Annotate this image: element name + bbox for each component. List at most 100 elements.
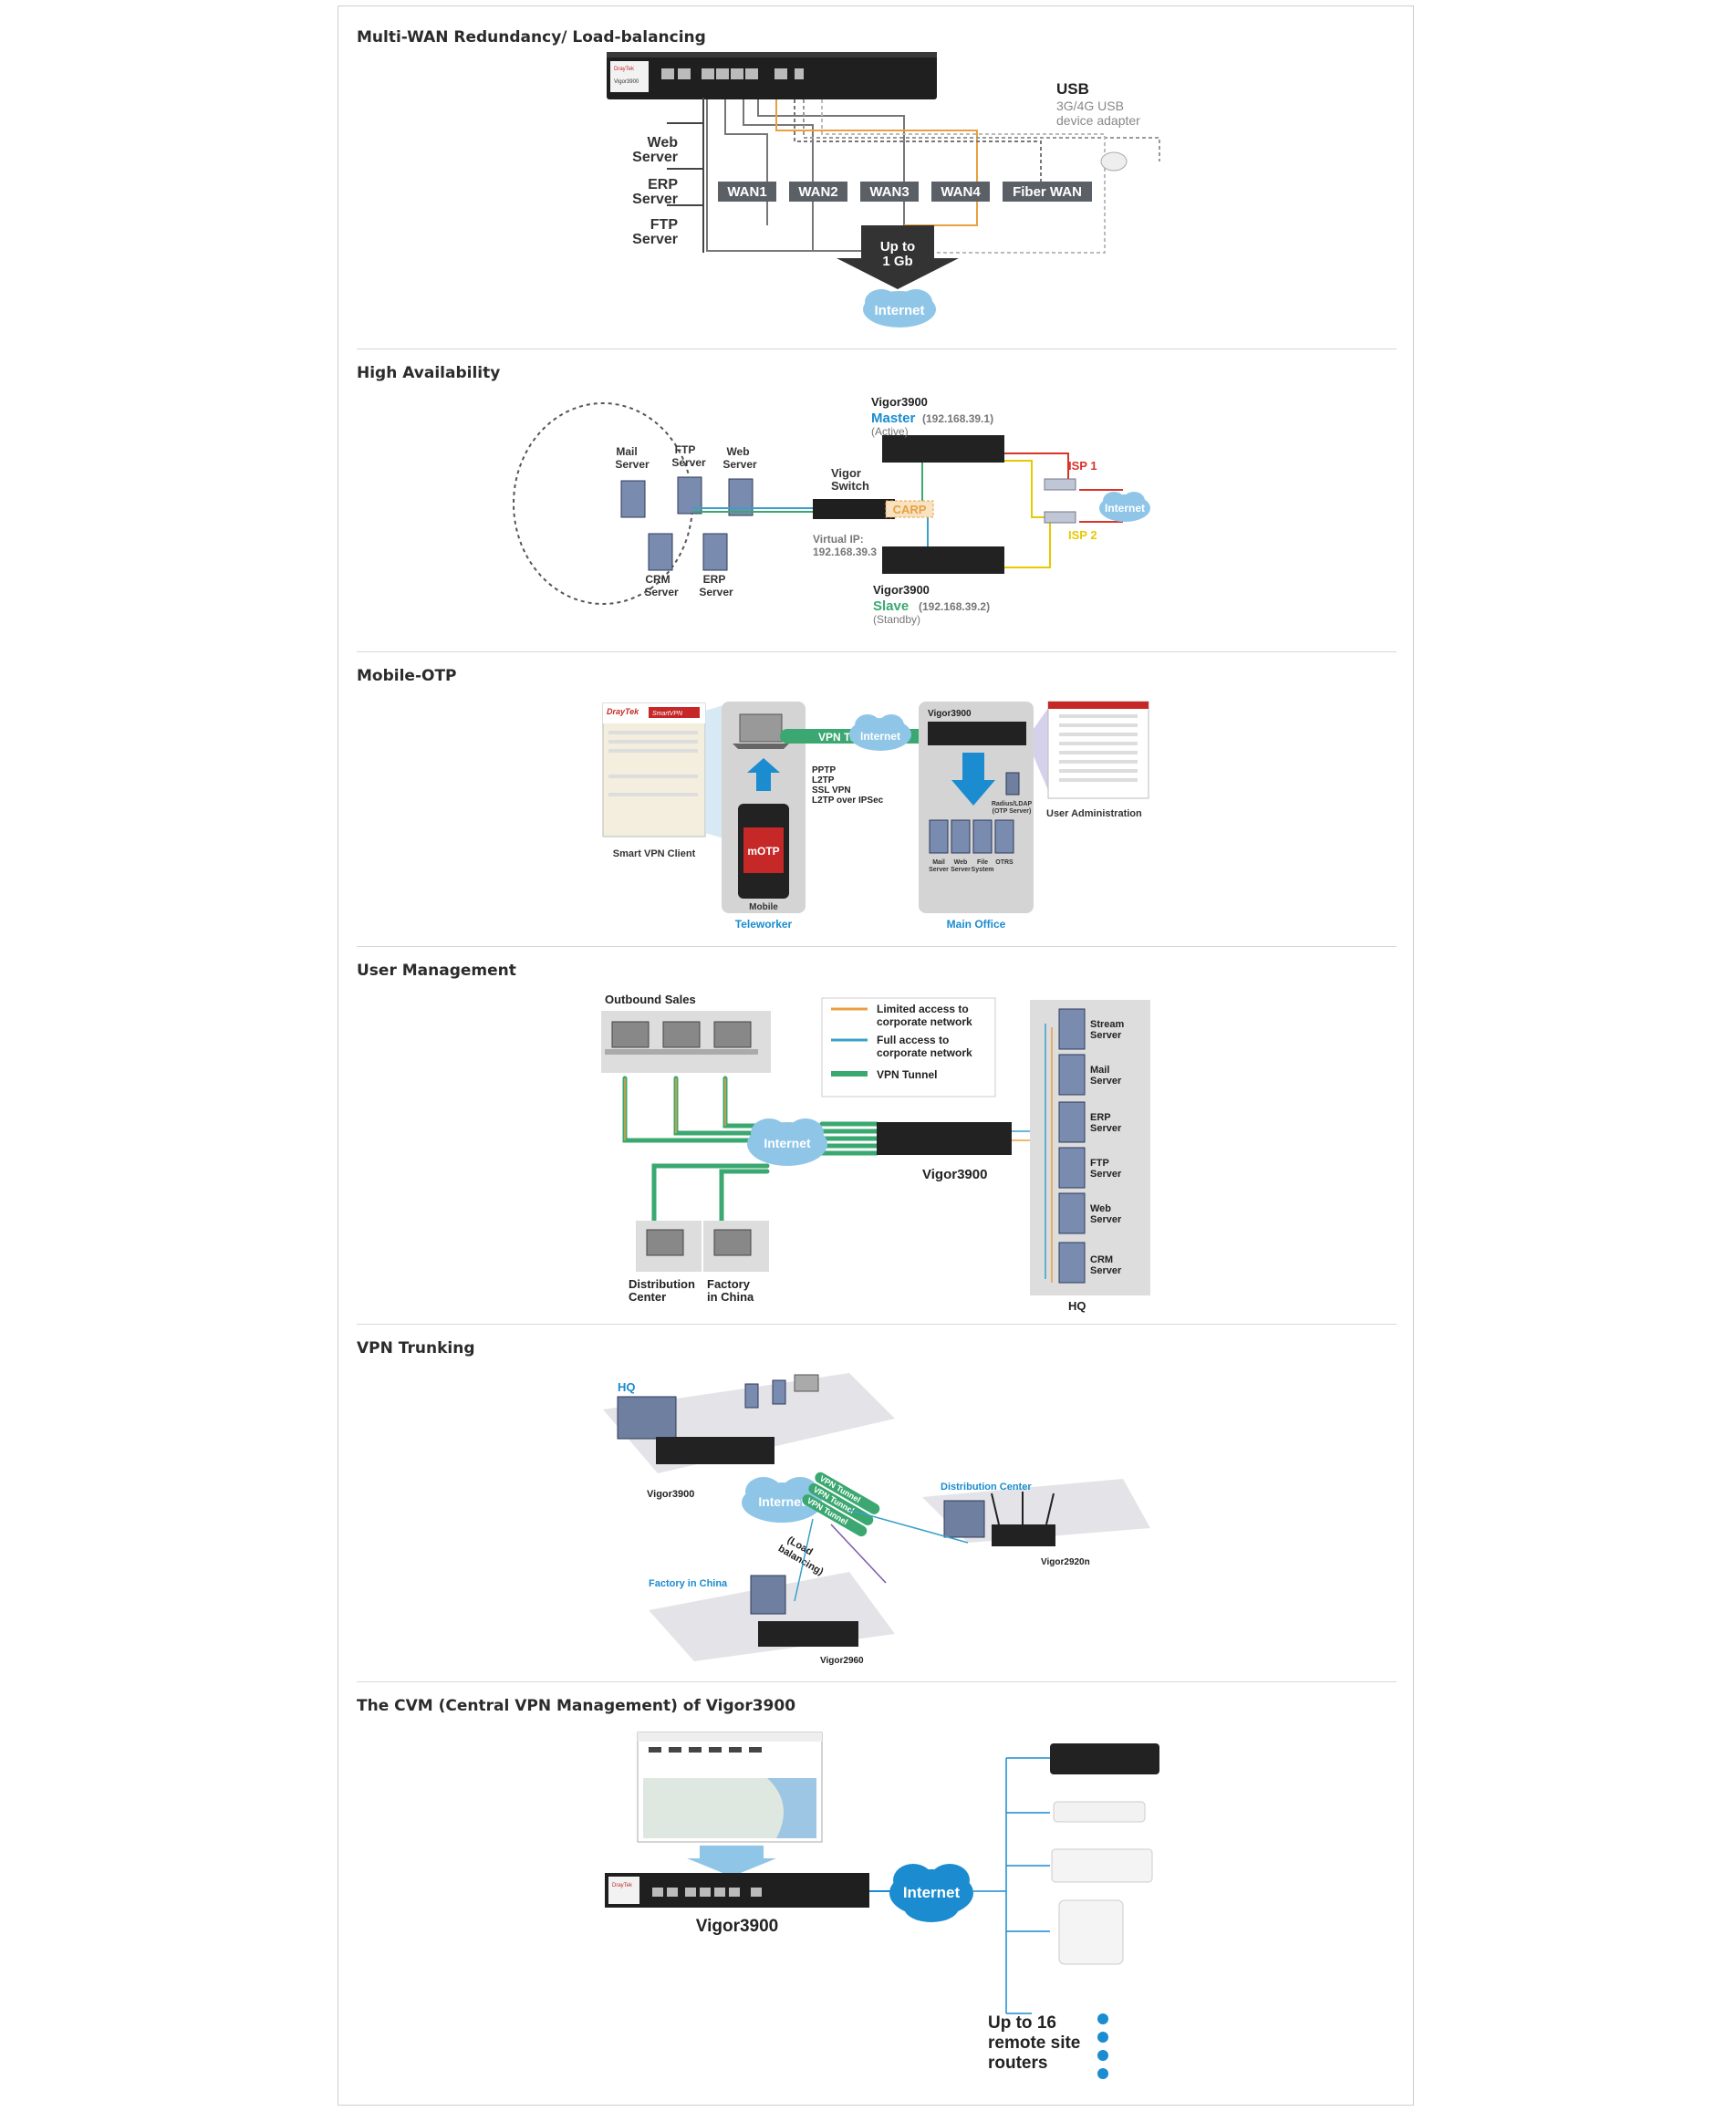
hq-building-icon bbox=[617, 1396, 677, 1440]
svg-text:corporate network: corporate network bbox=[877, 1015, 972, 1028]
svg-text:Web: Web bbox=[726, 445, 749, 458]
svg-text:Server: Server bbox=[1090, 1169, 1122, 1180]
carp-box bbox=[885, 500, 934, 518]
svg-text:Server: Server bbox=[644, 586, 679, 598]
vigor3900-router bbox=[607, 52, 937, 99]
svg-text:Smart VPN Client: Smart VPN Client bbox=[613, 848, 696, 859]
radius-server-icon bbox=[1005, 772, 1020, 796]
svg-text:Vigor2960: Vigor2960 bbox=[820, 1656, 864, 1666]
remote-router-2 bbox=[1053, 1801, 1146, 1823]
svg-text:Teleworker: Teleworker bbox=[735, 918, 793, 931]
section-divider bbox=[357, 946, 1397, 947]
vigor3900-hq bbox=[656, 1437, 774, 1464]
svg-text:corporate network: corporate network bbox=[877, 1046, 972, 1059]
svg-text:Distribution: Distribution bbox=[629, 1277, 695, 1291]
svg-text:Mail: Mail bbox=[1090, 1065, 1109, 1076]
svg-text:Web: Web bbox=[954, 859, 968, 866]
svg-text:VPN Tunnel: VPN Tunnel bbox=[877, 1068, 937, 1081]
svg-text:Radius/LDAP: Radius/LDAP bbox=[992, 801, 1033, 807]
cvm-internet-cloud: Internet bbox=[889, 1864, 973, 1922]
svg-text:(192.168.39.1): (192.168.39.1) bbox=[922, 412, 993, 425]
svg-text:Virtual IP:: Virtual IP: bbox=[813, 533, 864, 546]
svg-text:Internet: Internet bbox=[764, 1136, 811, 1150]
svg-text:routers: routers bbox=[988, 2054, 1047, 2073]
svg-text:Vigor3900: Vigor3900 bbox=[928, 709, 972, 719]
svg-text:Vigor3900: Vigor3900 bbox=[647, 1489, 694, 1500]
section-divider bbox=[357, 1681, 1397, 1682]
svg-text:Server: Server bbox=[615, 458, 650, 471]
svg-text:Server: Server bbox=[671, 456, 706, 469]
bandwidth-arrow bbox=[837, 225, 959, 289]
svg-text:Server: Server bbox=[951, 867, 971, 873]
svg-text:device adapter: device adapter bbox=[1056, 113, 1140, 128]
ha-internet-cloud: Internet bbox=[1099, 492, 1150, 522]
svg-text:File: File bbox=[977, 859, 988, 866]
svg-text:Vigor3900: Vigor3900 bbox=[873, 583, 930, 597]
section-title-vpn-trunking: VPN Trunking bbox=[357, 1339, 475, 1357]
svg-text:CARP: CARP bbox=[893, 503, 927, 516]
svg-text:Distribution Center: Distribution Center bbox=[941, 1482, 1032, 1493]
svg-text:CRM: CRM bbox=[645, 573, 670, 586]
svg-text:Factory: Factory bbox=[707, 1277, 751, 1291]
usb-adapter-icon bbox=[1100, 151, 1128, 172]
user-admin-window bbox=[1047, 701, 1149, 799]
diagram-vpn-trunking: HQ Vigor3900 Internet VPN Tunnel VPN Tun… bbox=[603, 1373, 1150, 1666]
legend: Limited access to corporate network Full… bbox=[821, 997, 996, 1097]
svg-text:Web: Web bbox=[1090, 1203, 1111, 1214]
svg-text:FTP: FTP bbox=[675, 443, 696, 456]
motp-internet-cloud: Internet bbox=[849, 714, 911, 751]
svg-text:Web: Web bbox=[648, 135, 679, 151]
svg-text:(Active): (Active) bbox=[871, 425, 909, 438]
section-divider bbox=[357, 651, 1397, 652]
svg-text:Internet: Internet bbox=[860, 730, 900, 743]
vt-internet-cloud: Internet bbox=[742, 1477, 822, 1523]
section-title-cvm: The CVM (Central VPN Management) of Vigo… bbox=[357, 1697, 796, 1715]
svg-text:FTP: FTP bbox=[1090, 1158, 1109, 1169]
main-office-panel bbox=[919, 702, 1034, 913]
content-frame: Multi-WAN Redundancy/ Load-balancing Dra… bbox=[338, 5, 1414, 2106]
svg-text:Server: Server bbox=[699, 586, 733, 598]
isp2-modem bbox=[1044, 511, 1076, 524]
svg-text:WAN2: WAN2 bbox=[798, 184, 837, 200]
svg-text:Vigor3900: Vigor3900 bbox=[696, 1917, 778, 1936]
svg-text:Server: Server bbox=[1090, 1076, 1122, 1087]
section-divider bbox=[357, 348, 1397, 349]
remote-router-1 bbox=[1050, 1743, 1159, 1774]
vigor3900-um bbox=[877, 1122, 1012, 1155]
svg-text:Factory in China: Factory in China bbox=[649, 1578, 728, 1589]
svg-text:WAN3: WAN3 bbox=[869, 184, 909, 200]
svg-text:in China: in China bbox=[707, 1290, 754, 1304]
svg-text:remote site: remote site bbox=[988, 2034, 1080, 2053]
svg-text:Mail: Mail bbox=[616, 445, 637, 458]
svg-text:WAN1: WAN1 bbox=[727, 184, 766, 200]
download-arrow-icon bbox=[951, 753, 995, 806]
distribution-building-icon bbox=[943, 1500, 985, 1538]
svg-text:Up to 16: Up to 16 bbox=[988, 2013, 1056, 2033]
svg-text:Internet: Internet bbox=[1105, 502, 1145, 515]
svg-text:mOTP: mOTP bbox=[747, 845, 779, 858]
svg-text:Internet: Internet bbox=[874, 303, 924, 318]
svg-text:USB: USB bbox=[1056, 80, 1089, 98]
svg-text:WAN4: WAN4 bbox=[941, 184, 981, 200]
vigor-switch bbox=[813, 499, 895, 519]
svg-text:Switch: Switch bbox=[831, 479, 869, 493]
svg-text:Server: Server bbox=[632, 192, 678, 207]
diagram-user-management: Outbound Sales Limited access to corpora… bbox=[601, 993, 1150, 1313]
um-internet-cloud: Internet bbox=[747, 1118, 827, 1166]
svg-text:192.168.39.3: 192.168.39.3 bbox=[813, 546, 877, 558]
svg-text:Server: Server bbox=[1090, 1265, 1122, 1276]
svg-text:Up to: Up to bbox=[880, 239, 915, 255]
svg-text:HQ: HQ bbox=[1068, 1299, 1086, 1313]
svg-text:L2TP: L2TP bbox=[812, 775, 835, 785]
laptop-icon bbox=[739, 713, 783, 743]
hq-panel bbox=[1030, 1000, 1150, 1295]
svg-text:DrayTek: DrayTek bbox=[607, 707, 639, 716]
svg-text:Server: Server bbox=[722, 458, 757, 471]
svg-text:Server: Server bbox=[1090, 1030, 1122, 1041]
vigor2920n-router bbox=[992, 1524, 1055, 1546]
vigor3900-main-office bbox=[928, 722, 1026, 745]
svg-text:ISP 2: ISP 2 bbox=[1068, 528, 1097, 542]
svg-text:Server: Server bbox=[632, 150, 678, 165]
